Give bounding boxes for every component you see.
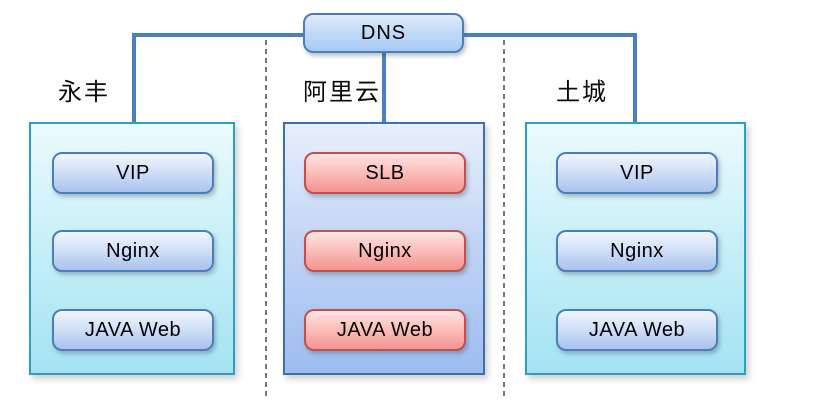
node-tucheng-javaweb: JAVA Web	[556, 309, 718, 351]
zone-container-aliyun: SLB Nginx JAVA Web	[283, 122, 485, 375]
node-aliyun-slb: SLB	[304, 152, 466, 194]
node-yongfeng-vip: VIP	[52, 152, 214, 194]
node-tucheng-vip: VIP	[556, 152, 718, 194]
node-yongfeng-javaweb: JAVA Web	[52, 309, 214, 351]
node-aliyun-javaweb: JAVA Web	[304, 309, 466, 351]
zone-label-yongfeng: 永丰	[58, 80, 110, 106]
zone-container-yongfeng: VIP Nginx JAVA Web	[29, 122, 235, 375]
node-tucheng-nginx: Nginx	[556, 230, 718, 272]
node-dns: DNS	[303, 13, 464, 53]
zone-label-aliyun: 阿里云	[303, 80, 381, 106]
edge-dns-to-yongfeng	[132, 33, 303, 137]
node-aliyun-nginx: Nginx	[304, 230, 466, 272]
edge-dns-to-tucheng	[464, 33, 637, 137]
node-yongfeng-nginx: Nginx	[52, 230, 214, 272]
zone-label-tucheng: 土城	[556, 80, 608, 106]
zone-container-tucheng: VIP Nginx JAVA Web	[525, 122, 746, 375]
